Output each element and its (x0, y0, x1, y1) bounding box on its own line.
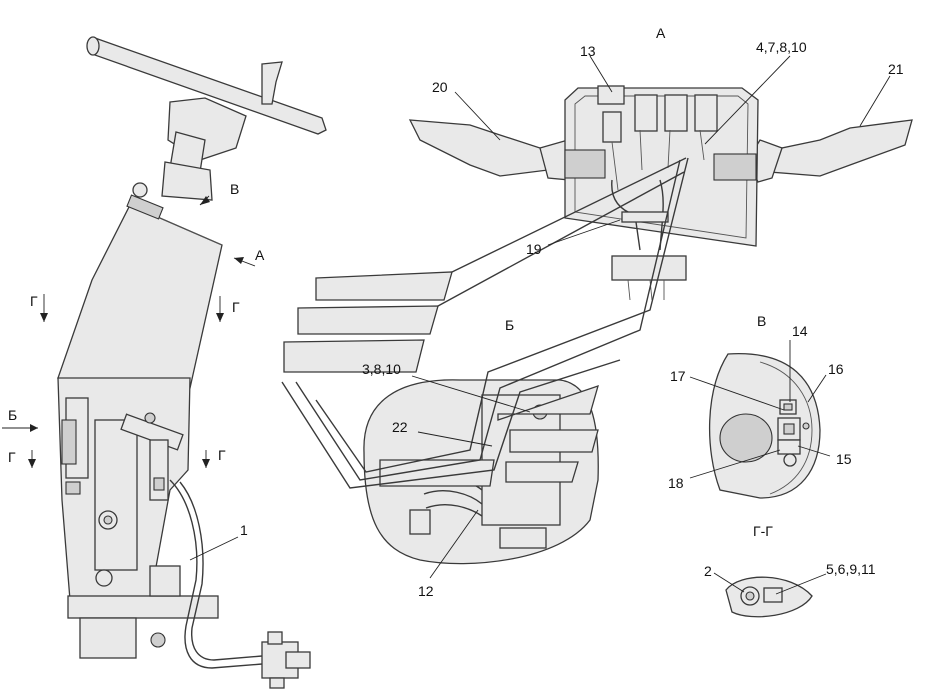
view-v-title: В (757, 313, 766, 329)
view-a-switch-block (408, 85, 913, 301)
parts-4-7-8-10-label: 4,7,8,10 (756, 39, 807, 55)
arrow-a-label: А (255, 247, 265, 263)
part-12-label: 12 (418, 583, 434, 599)
arrow-b-label: Б (8, 407, 17, 423)
part-14-label: 14 (792, 323, 808, 339)
section-gg-title: Г-Г (753, 523, 773, 539)
view-b-title: Б (505, 317, 514, 333)
part-21-label: 21 (888, 61, 904, 77)
section-g-g (725, 576, 813, 618)
g-top-right-label: Г (232, 299, 240, 315)
parts-5-6-9-11-label: 5,6,9,11 (826, 561, 876, 577)
part-15-label: 15 (836, 451, 852, 467)
g-bot-left-label: Г (8, 449, 16, 465)
view-a-title: А (656, 25, 666, 41)
part-13-label: 13 (580, 43, 596, 59)
arrow-v-label: В (230, 181, 239, 197)
parts-3-8-10-label: 3,8,10 (362, 361, 401, 377)
callout-panels (281, 157, 689, 489)
part-20-label: 20 (432, 79, 448, 95)
part-16-label: 16 (828, 361, 844, 377)
g-bot-right-label: Г (218, 447, 226, 463)
leader-lines (2, 55, 891, 595)
part-17-label: 17 (670, 368, 686, 384)
part-19-label: 19 (526, 241, 542, 257)
part-2-label: 2 (704, 563, 712, 579)
labels: А Б В Г-Г В А Б Г Г Г Г 1 2 12 13 14 15 … (8, 25, 904, 599)
part-18-label: 18 (668, 475, 684, 491)
part-1-label: 1 (240, 522, 248, 538)
view-v-panel (708, 353, 821, 499)
steering-column-view (57, 36, 327, 689)
part-22-label: 22 (392, 419, 408, 435)
g-top-left-label: Г (30, 293, 38, 309)
